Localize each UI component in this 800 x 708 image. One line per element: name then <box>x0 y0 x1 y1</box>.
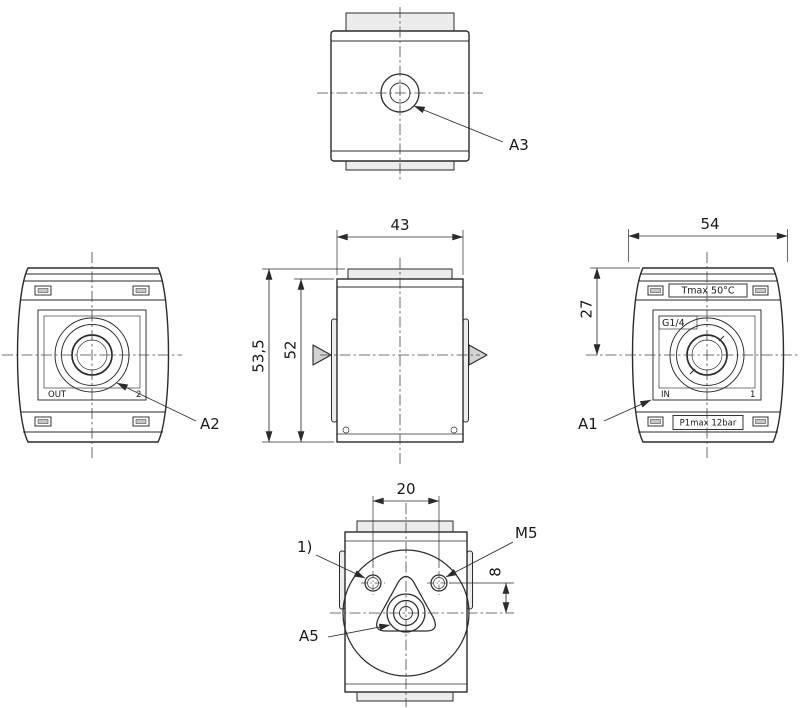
port-out-label: OUT <box>48 390 67 400</box>
front-out-centerlines <box>2 252 182 458</box>
callout-m5: M5 <box>445 524 538 578</box>
side-centerlines <box>320 258 480 464</box>
temp-rating-text: Tmax 50°C <box>681 286 735 297</box>
side-left-rail <box>331 318 338 423</box>
dim-width-54: 54 <box>628 215 788 262</box>
dim-52-text: 52 <box>282 340 300 359</box>
dim-offset-8: 8 <box>449 567 514 614</box>
dim-54-text: 54 <box>700 215 719 233</box>
dim-height-53-5: 53,5 <box>250 268 345 443</box>
port-in-label: IN <box>661 390 670 400</box>
dim-27-text: 27 <box>578 299 596 318</box>
m5-hole-left <box>361 571 385 595</box>
m5-leader-line <box>445 541 514 578</box>
front-in-bands <box>635 273 781 433</box>
dim-spacing-20: 20 <box>372 480 440 568</box>
temp-rating-plate: Tmax 50°C <box>668 283 748 298</box>
front-out-body <box>16 267 170 443</box>
front-in-mount-slots <box>647 285 769 427</box>
a5-label: A5 <box>299 627 319 645</box>
bottom-cap-lower <box>356 691 454 702</box>
a3-leader-line <box>413 105 504 143</box>
front-in-centerlines <box>586 252 798 458</box>
bottom-port-boss <box>376 575 436 632</box>
port-out-number: 2 <box>136 390 141 400</box>
footnote-leader-line <box>315 554 366 579</box>
a1-leader-line <box>603 399 652 422</box>
dim-43-text: 43 <box>390 216 409 234</box>
dim-53-5-text: 53,5 <box>250 339 268 372</box>
port-in-number: 1 <box>750 390 755 400</box>
view-front-out: OUT 2 A2 <box>2 252 220 458</box>
pressure-rating-plate: P1max 12bar <box>672 415 744 430</box>
view-front-in: Tmax 50°C P1max 12bar G1/4 IN 1 <box>578 215 798 458</box>
a3-label: A3 <box>509 136 529 154</box>
front-out-bands <box>20 273 166 433</box>
callout-a3: A3 <box>413 105 529 154</box>
view-side: 43 53,5 52 <box>250 216 488 464</box>
view-bottom: 20 8 M5 1) A5 <box>297 480 538 707</box>
dim-8-text: 8 <box>487 567 505 577</box>
bottom-centerlines <box>330 503 514 707</box>
callout-a2: A2 <box>116 382 220 433</box>
footnote-label: 1) <box>297 538 312 556</box>
dim-height-27: 27 <box>578 267 640 356</box>
a1-label: A1 <box>578 415 598 433</box>
callout-footnote-1: 1) <box>297 538 366 579</box>
bottom-cap-upper <box>356 520 454 533</box>
dim-width-43: 43 <box>336 216 464 275</box>
top-centerlines <box>317 7 483 180</box>
front-out-mount-slots <box>34 285 150 427</box>
callout-a1: A1 <box>578 399 652 433</box>
m5-hole-right <box>427 571 451 595</box>
m5-label: M5 <box>515 524 538 542</box>
a5-leader-line <box>327 623 391 638</box>
dim-height-52: 52 <box>282 278 334 443</box>
a2-leader-line <box>116 382 197 422</box>
callout-a5: A5 <box>299 623 391 645</box>
dim-20-text: 20 <box>396 480 415 498</box>
pressure-rating-text: P1max 12bar <box>680 419 737 429</box>
a2-label: A2 <box>200 415 220 433</box>
view-top: A3 <box>317 7 529 180</box>
side-right-rail <box>462 318 469 423</box>
thread-size-label: G1/4 <box>662 318 685 329</box>
